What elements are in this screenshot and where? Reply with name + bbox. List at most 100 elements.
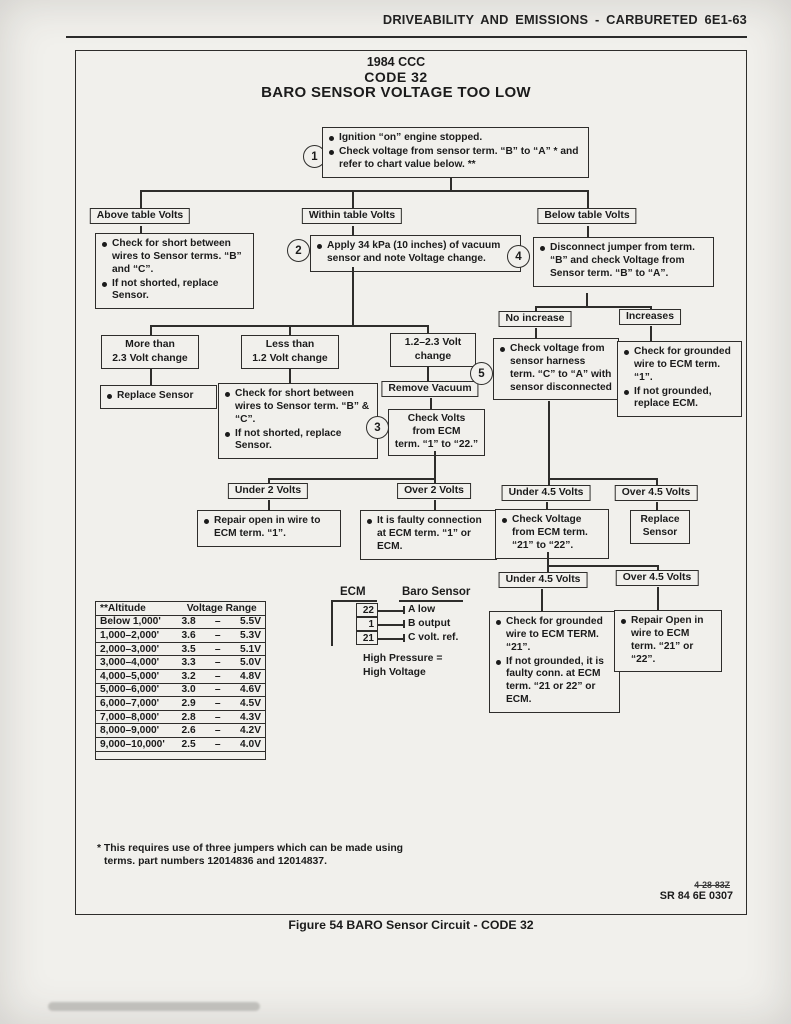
max-volt-cell: 4.2V [228, 723, 266, 738]
table-row: 6,000–7,000'2.9–4.5V [95, 696, 266, 711]
grounded-1-line-2: If not grounded, replace ECM. [634, 385, 712, 410]
bullet-icon [496, 659, 501, 665]
altitude-voltage-table: **Altitude Voltage Range Below 1,000'3.8… [95, 601, 266, 760]
flow-connector-line [289, 369, 291, 383]
dash-cell: – [207, 710, 229, 725]
short-check-line-2: If not shorted, replace Sensor. [235, 427, 342, 452]
dash-cell: – [207, 737, 229, 752]
flow-box-faulty-conn-1: It is faulty connection at ECM term. “1”… [360, 510, 497, 560]
bullet-icon [225, 431, 230, 437]
baro-pin-c: C volt. ref. [408, 632, 459, 643]
flow-connector-line [450, 177, 452, 191]
grounded-1-line-1: Check for grounded wire to ECM term. “1”… [634, 346, 731, 383]
header-rule [66, 36, 747, 39]
altitude-cell: 9,000–10,000' [95, 737, 179, 752]
flow-connector-line [546, 502, 548, 509]
flow-connector-line [650, 306, 652, 310]
table-row: 9,000–10,000'2.5–4.0V [95, 737, 266, 752]
flow-connector-line [352, 190, 354, 208]
apply-vacuum-line: Apply 34 kPa (10 inches) of vacuum senso… [327, 240, 501, 264]
flow-label-less-than: Less than 1.2 Volt change [241, 335, 339, 370]
flow-connector-line [547, 565, 657, 567]
flow-connector-line [656, 478, 658, 486]
flow-label-above-table-volts: Above table Volts [89, 208, 191, 224]
altitude-header: **Altitude [95, 601, 179, 616]
max-volt-cell: 4.0V [228, 737, 266, 752]
flow-connector-line [535, 328, 537, 338]
bullet-icon [102, 242, 107, 247]
revision-stamp: SR 84 6E 0307 [659, 890, 733, 902]
ecm-label: ECM [340, 586, 366, 598]
flow-label-remove-vacuum: Remove Vacuum [381, 381, 479, 397]
min-volt-cell: 3.6 [178, 628, 208, 643]
bullet-icon [502, 518, 507, 523]
table-row: 4,000–5,000'3.2–4.8V [95, 669, 266, 684]
table-spacer-row [96, 751, 266, 759]
check-volts-line-3: term. “1” to “22.” [394, 438, 479, 450]
flow-box-check-volts: Check Volts from ECM term. “1” to “22.” [388, 409, 485, 456]
bullet-icon [204, 519, 209, 524]
table-row: Below 1,000'3.8–5.5V [95, 615, 266, 630]
check-2122-line: Check Voltage from ECM term. “21” to “22… [512, 514, 588, 551]
flow-connector-line [434, 500, 436, 510]
flow-connector-line [289, 325, 291, 335]
baro-pin-a: A low [408, 604, 436, 615]
table-row: 2,000–3,000'3.5–5.1V [95, 642, 266, 657]
flow-connector-line [657, 587, 659, 610]
altitude-cell: 4,000–5,000' [95, 669, 179, 684]
step-3-circle: 3 [366, 416, 389, 439]
flow-label-over-45-volts-b: Over 4.5 Volts [615, 570, 699, 586]
less-than-line-2: 1.2 Volt change [252, 352, 328, 364]
flow-connector-line [547, 552, 549, 565]
check-volts-line-2: from ECM [412, 425, 461, 437]
flow-connector-line [586, 293, 588, 306]
above-check-line-1: Check for short between wires to Sensor … [112, 238, 242, 275]
ecm-underline [331, 600, 377, 602]
figure-caption: Figure 54 BARO Sensor Circuit - CODE 32 [288, 918, 534, 932]
bullet-icon [317, 244, 322, 249]
dash-cell: – [207, 669, 229, 684]
bullet-icon [496, 620, 501, 625]
check-volts-line-1: Check Volts [407, 413, 466, 424]
flow-label-no-increase: No increase [498, 311, 572, 327]
disconnect-line: Disconnect jumper from term. “B” and che… [550, 242, 695, 279]
flow-connector-line [427, 325, 429, 333]
bullet-icon [540, 246, 545, 251]
bullet-icon [624, 350, 629, 355]
struck-revision-stamp: 4-28-83Z [694, 880, 730, 890]
scan-artifact [48, 1002, 260, 1011]
voltage-range-header: Voltage Range [178, 601, 266, 616]
bullet-icon [329, 149, 334, 155]
grounded-21-line-1: Check for grounded wire to ECM TERM. “21… [506, 616, 603, 653]
flow-label-under-2-volts: Under 2 Volts [227, 483, 309, 499]
max-volt-cell: 5.1V [228, 642, 266, 657]
replace-sensor-2-line-1: Replace [640, 514, 680, 525]
flow-label-within-table-volts: Within table Volts [301, 208, 403, 224]
grounded-21-line-2: If not grounded, it is faulty conn. at E… [506, 655, 604, 706]
bullet-icon [367, 519, 372, 524]
table-header-row: **Altitude Voltage Range [95, 601, 266, 616]
flow-connector-line [587, 190, 589, 208]
table-row: 1,000–2,000'3.6–5.3V [95, 628, 266, 643]
max-volt-cell: 4.6V [228, 683, 266, 698]
flow-connector-line [656, 502, 658, 510]
mid-change-line-1: 1.2–2.3 Volt [404, 337, 462, 348]
altitude-cell: 5,000–6,000' [95, 683, 179, 698]
flow-box-repair-open-1: Repair open in wire to ECM term. “1”. [197, 510, 341, 547]
mid-change-line-2: change [414, 350, 452, 362]
dash-cell: – [207, 628, 229, 643]
flow-connector-line [268, 478, 435, 480]
min-volt-cell: 2.5 [178, 737, 208, 752]
footnote-line-2: terms. part numbers 12014836 and 1201483… [104, 856, 327, 867]
flow-label-below-table-volts: Below table Volts [537, 208, 637, 224]
more-than-line-2: 2.3 Volt change [112, 352, 188, 364]
footnote-line-1: * This requires use of three jumpers whi… [97, 843, 404, 854]
baro-pin-b: B output [408, 618, 451, 629]
dash-cell: – [207, 655, 229, 670]
flow-label-under-45-volts-b: Under 4.5 Volts [498, 572, 588, 588]
wire-tick [403, 634, 405, 642]
flow-connector-line [547, 565, 549, 573]
flow-connector-line [434, 478, 436, 484]
max-volt-cell: 5.0V [228, 655, 266, 670]
table-row: 3,000–4,000'3.3–5.0V [95, 655, 266, 670]
